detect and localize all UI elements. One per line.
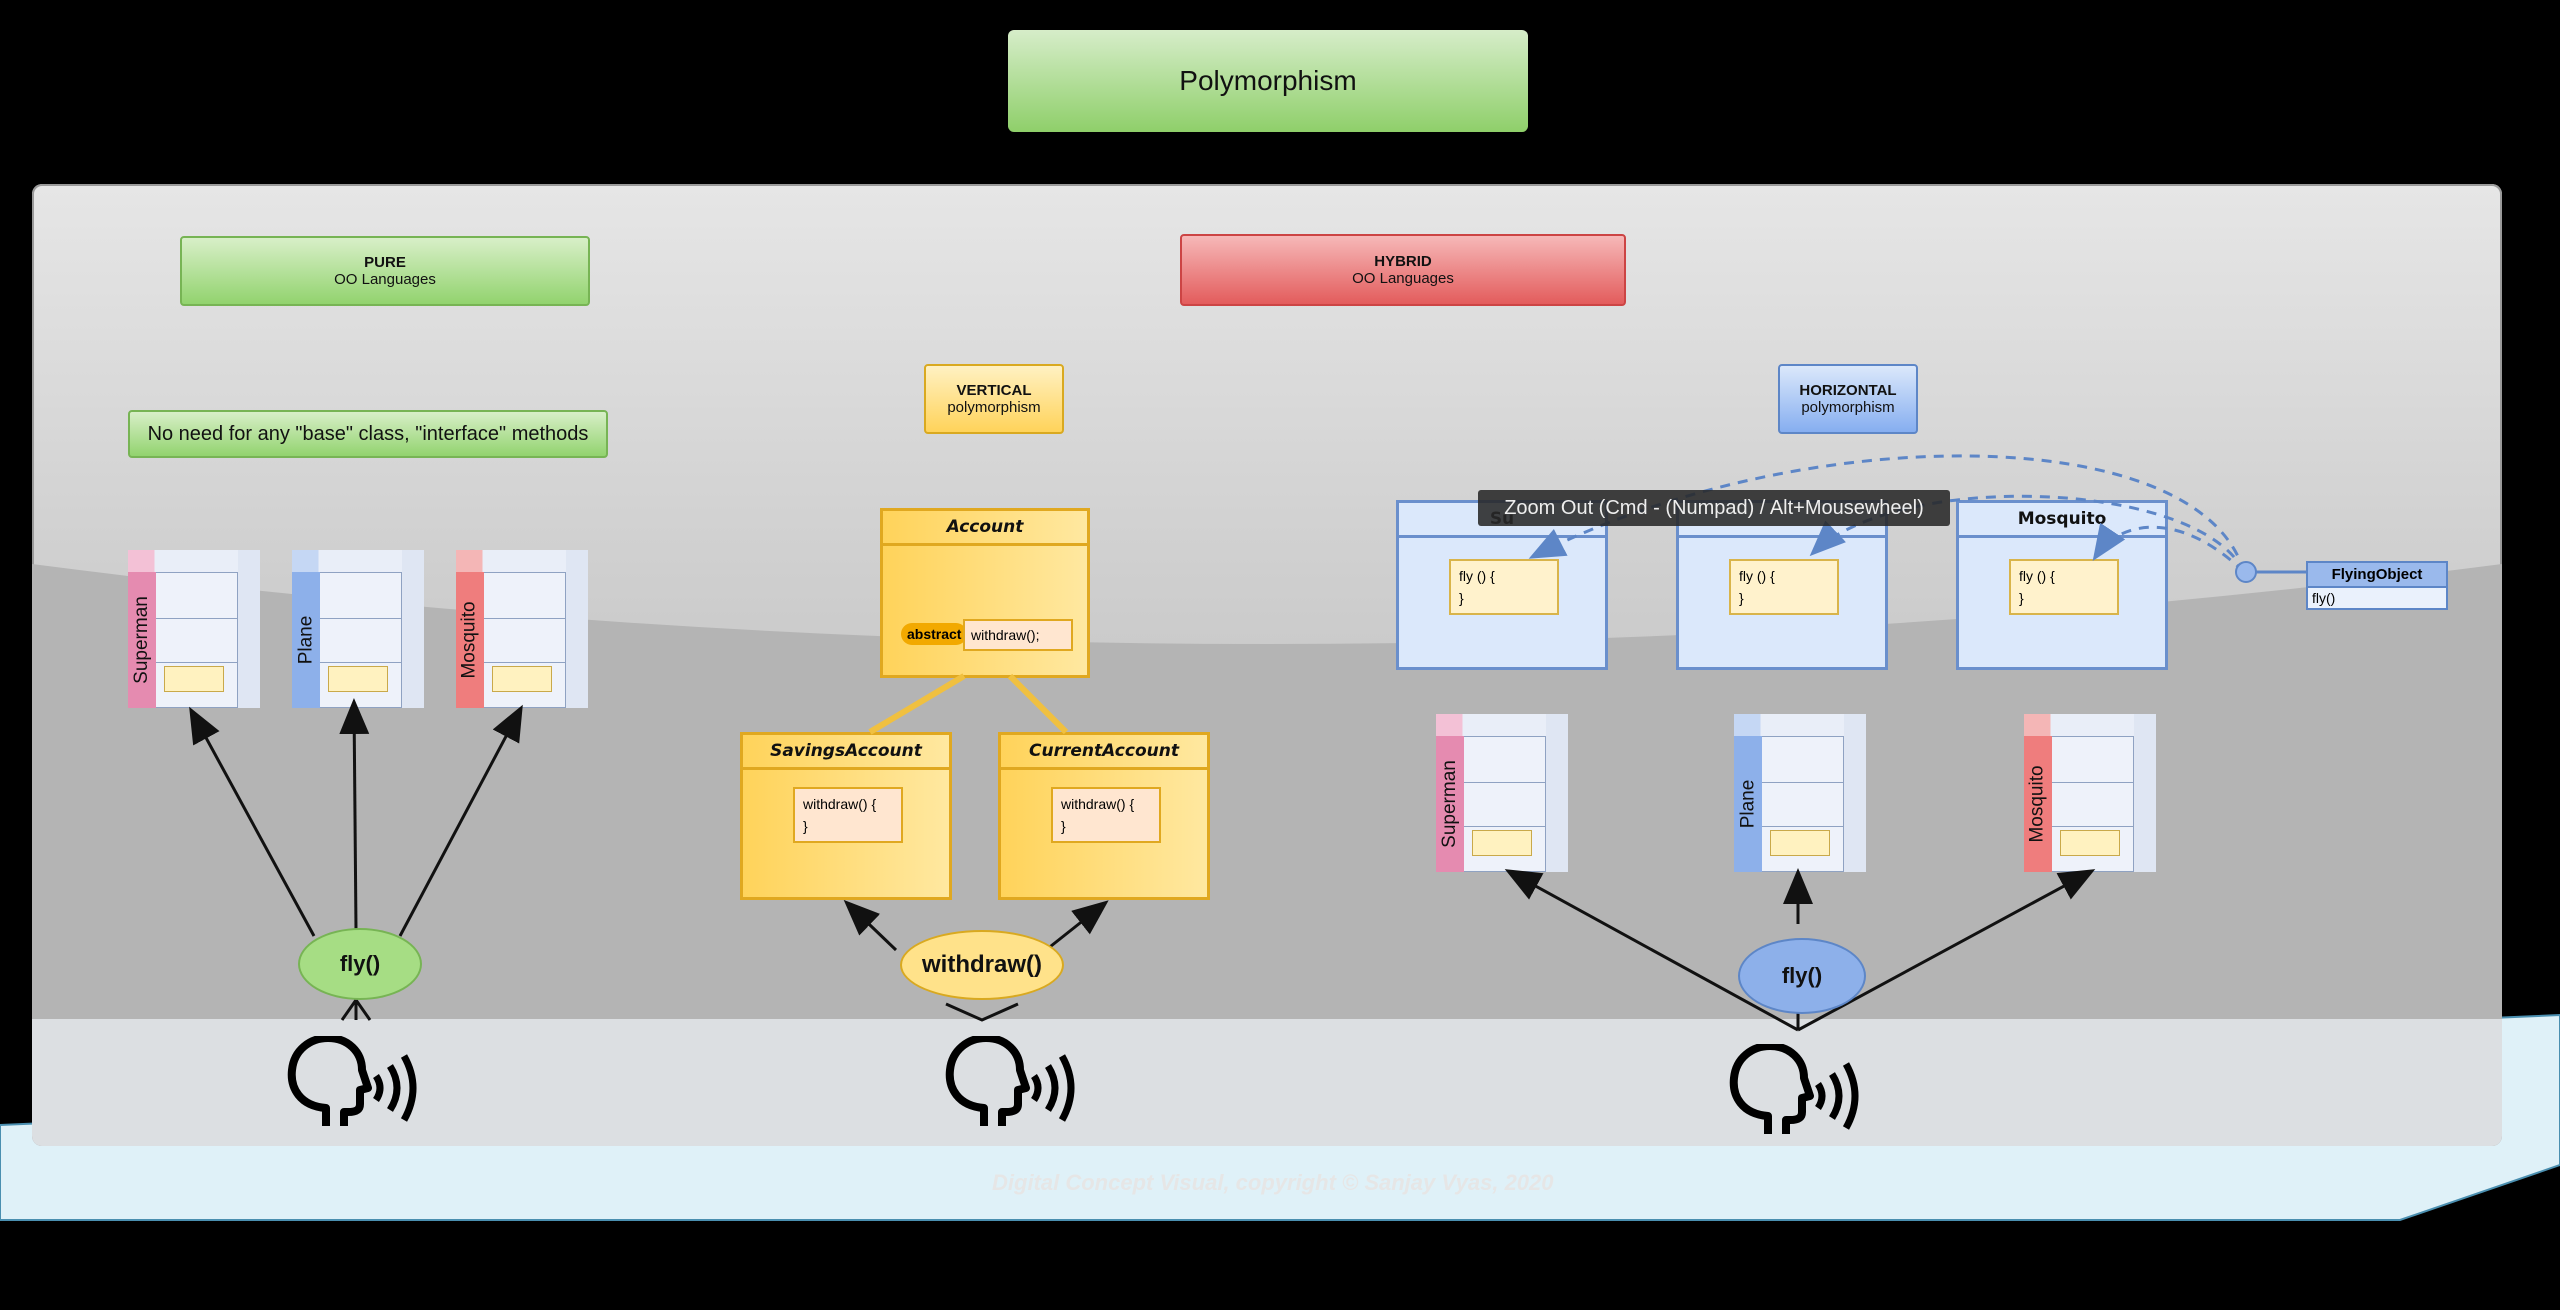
horizontal-label: HORIZONTAL [1799, 382, 1897, 399]
fly-method: fly () {} [1729, 559, 1839, 615]
class-name: CurrentAccount [1001, 735, 1207, 770]
pure-cube-superman: Superman [128, 550, 260, 708]
horizontal-sub: polymorphism [1801, 399, 1895, 416]
cloud-fly-pure: fly() [298, 928, 422, 1000]
hybrid-label: HYBRID [1374, 253, 1432, 270]
savings-account-class: SavingsAccount withdraw() {} [740, 732, 952, 900]
cube-label: Mosquito [459, 601, 481, 679]
speaker-icon [945, 1036, 1075, 1126]
hybrid-cube-superman: Superman [1436, 714, 1568, 872]
no-base-note: No need for any "base" class, "interface… [128, 410, 608, 458]
cube-label: Mosquito [2027, 765, 2049, 843]
hybrid-sub: OO Languages [1352, 270, 1454, 287]
fly-method: fly () {} [1449, 559, 1559, 615]
pure-oo-box: PURE OO Languages [180, 236, 590, 306]
class-name: Mosquito [1959, 503, 2165, 538]
hybrid-cube-mosquito: Mosquito [2024, 714, 2156, 872]
interface-name: FlyingObject [2308, 563, 2446, 588]
vertical-box: VERTICAL polymorphism [924, 364, 1064, 434]
class-name: Account [883, 511, 1087, 546]
code-note [164, 666, 224, 692]
cube-label: Superman [1439, 760, 1461, 848]
pure-sub: OO Languages [334, 271, 436, 288]
pure-cube-plane: Plane [292, 550, 424, 708]
code-note [1472, 830, 1532, 856]
savings-method: withdraw() {} [793, 787, 903, 843]
account-class: Account abstract withdraw(); [880, 508, 1090, 678]
abstract-badge: abstract [901, 623, 968, 645]
pure-cube-mosquito: Mosquito [456, 550, 588, 708]
zoom-tooltip: Zoom Out (Cmd - (Numpad) / Alt+Mousewhee… [1478, 490, 1950, 526]
cloud-withdraw: withdraw() [900, 930, 1064, 1000]
code-note [2060, 830, 2120, 856]
cloud-fly-horizontal: fly() [1738, 938, 1866, 1014]
h-class-mosquito: Mosquito fly () {} [1956, 500, 2168, 670]
hybrid-oo-box: HYBRID OO Languages [1180, 234, 1626, 306]
code-note [328, 666, 388, 692]
current-account-class: CurrentAccount withdraw() {} [998, 732, 1210, 900]
pure-label: PURE [364, 254, 406, 271]
cube-label: Superman [131, 596, 153, 684]
fly-method: fly () {} [2009, 559, 2119, 615]
vertical-label: VERTICAL [956, 382, 1032, 399]
cube-label: Plane [1737, 779, 1759, 829]
account-method: withdraw(); [963, 619, 1073, 651]
current-method: withdraw() {} [1051, 787, 1161, 843]
code-note [492, 666, 552, 692]
copyright-text: Digital Concept Visual, copyright © Sanj… [992, 1170, 1554, 1195]
code-note [1770, 830, 1830, 856]
hybrid-cube-plane: Plane [1734, 714, 1866, 872]
flying-object-interface: FlyingObject fly() [2306, 561, 2448, 610]
vertical-sub: polymorphism [947, 399, 1041, 416]
horizontal-box: HORIZONTAL polymorphism [1778, 364, 1918, 434]
interface-method: fly() [2312, 590, 2336, 606]
speaker-icon [287, 1036, 417, 1126]
class-name: SavingsAccount [743, 735, 949, 770]
cube-label: Plane [295, 615, 317, 665]
page-title: Polymorphism [1008, 30, 1528, 132]
speaker-icon [1729, 1044, 1859, 1134]
